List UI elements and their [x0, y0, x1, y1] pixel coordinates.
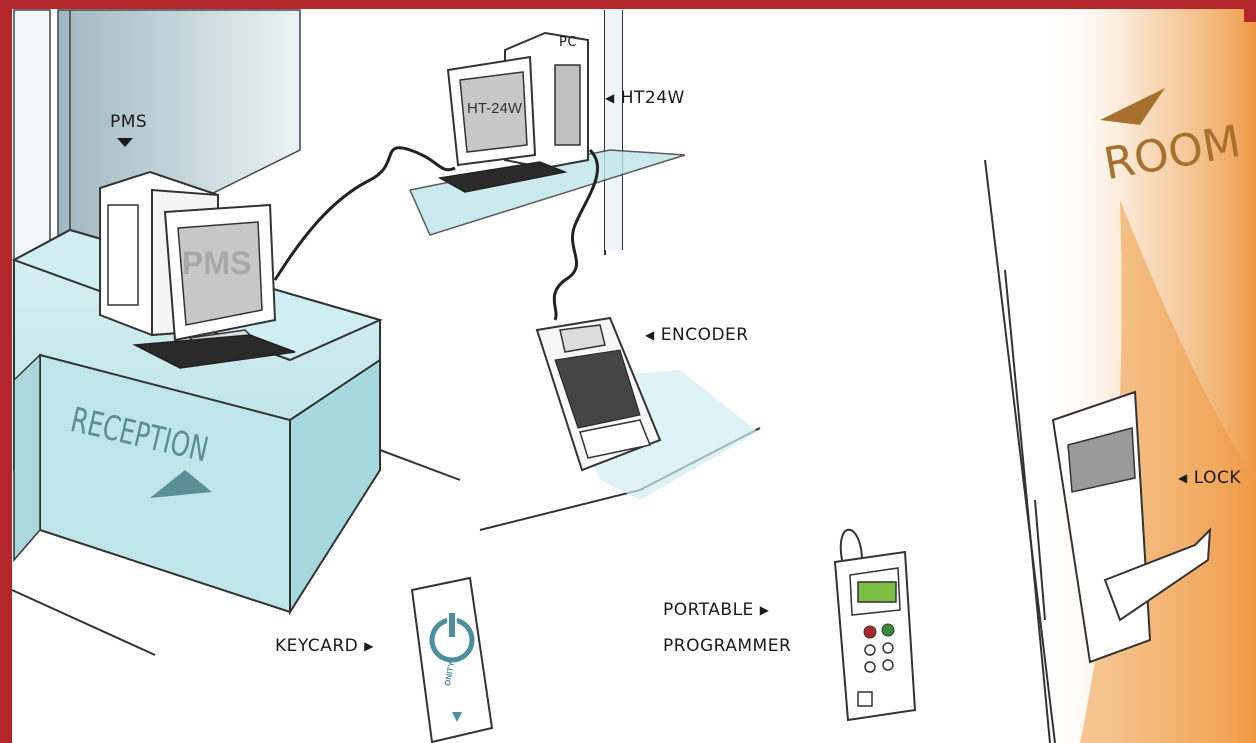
ht-screen-text: HT-24W [467, 100, 522, 117]
pms-label: PMS [110, 112, 147, 132]
keycard-label: KEYCARD [275, 636, 374, 657]
portable-programmer [835, 530, 915, 720]
programmer-label: PROGRAMMER [663, 636, 791, 656]
lock-label: LOCK [1178, 468, 1241, 489]
portable-label: PORTABLE [663, 600, 770, 621]
encoder-label: ENCODER [645, 325, 749, 346]
pc-label: PC [559, 33, 577, 53]
ht24w-label: HT24W [605, 88, 685, 109]
keycard [412, 578, 492, 742]
wall-pillar [605, 10, 622, 255]
pms-screen-text: PMS [182, 245, 251, 282]
encoder-device [537, 318, 660, 470]
